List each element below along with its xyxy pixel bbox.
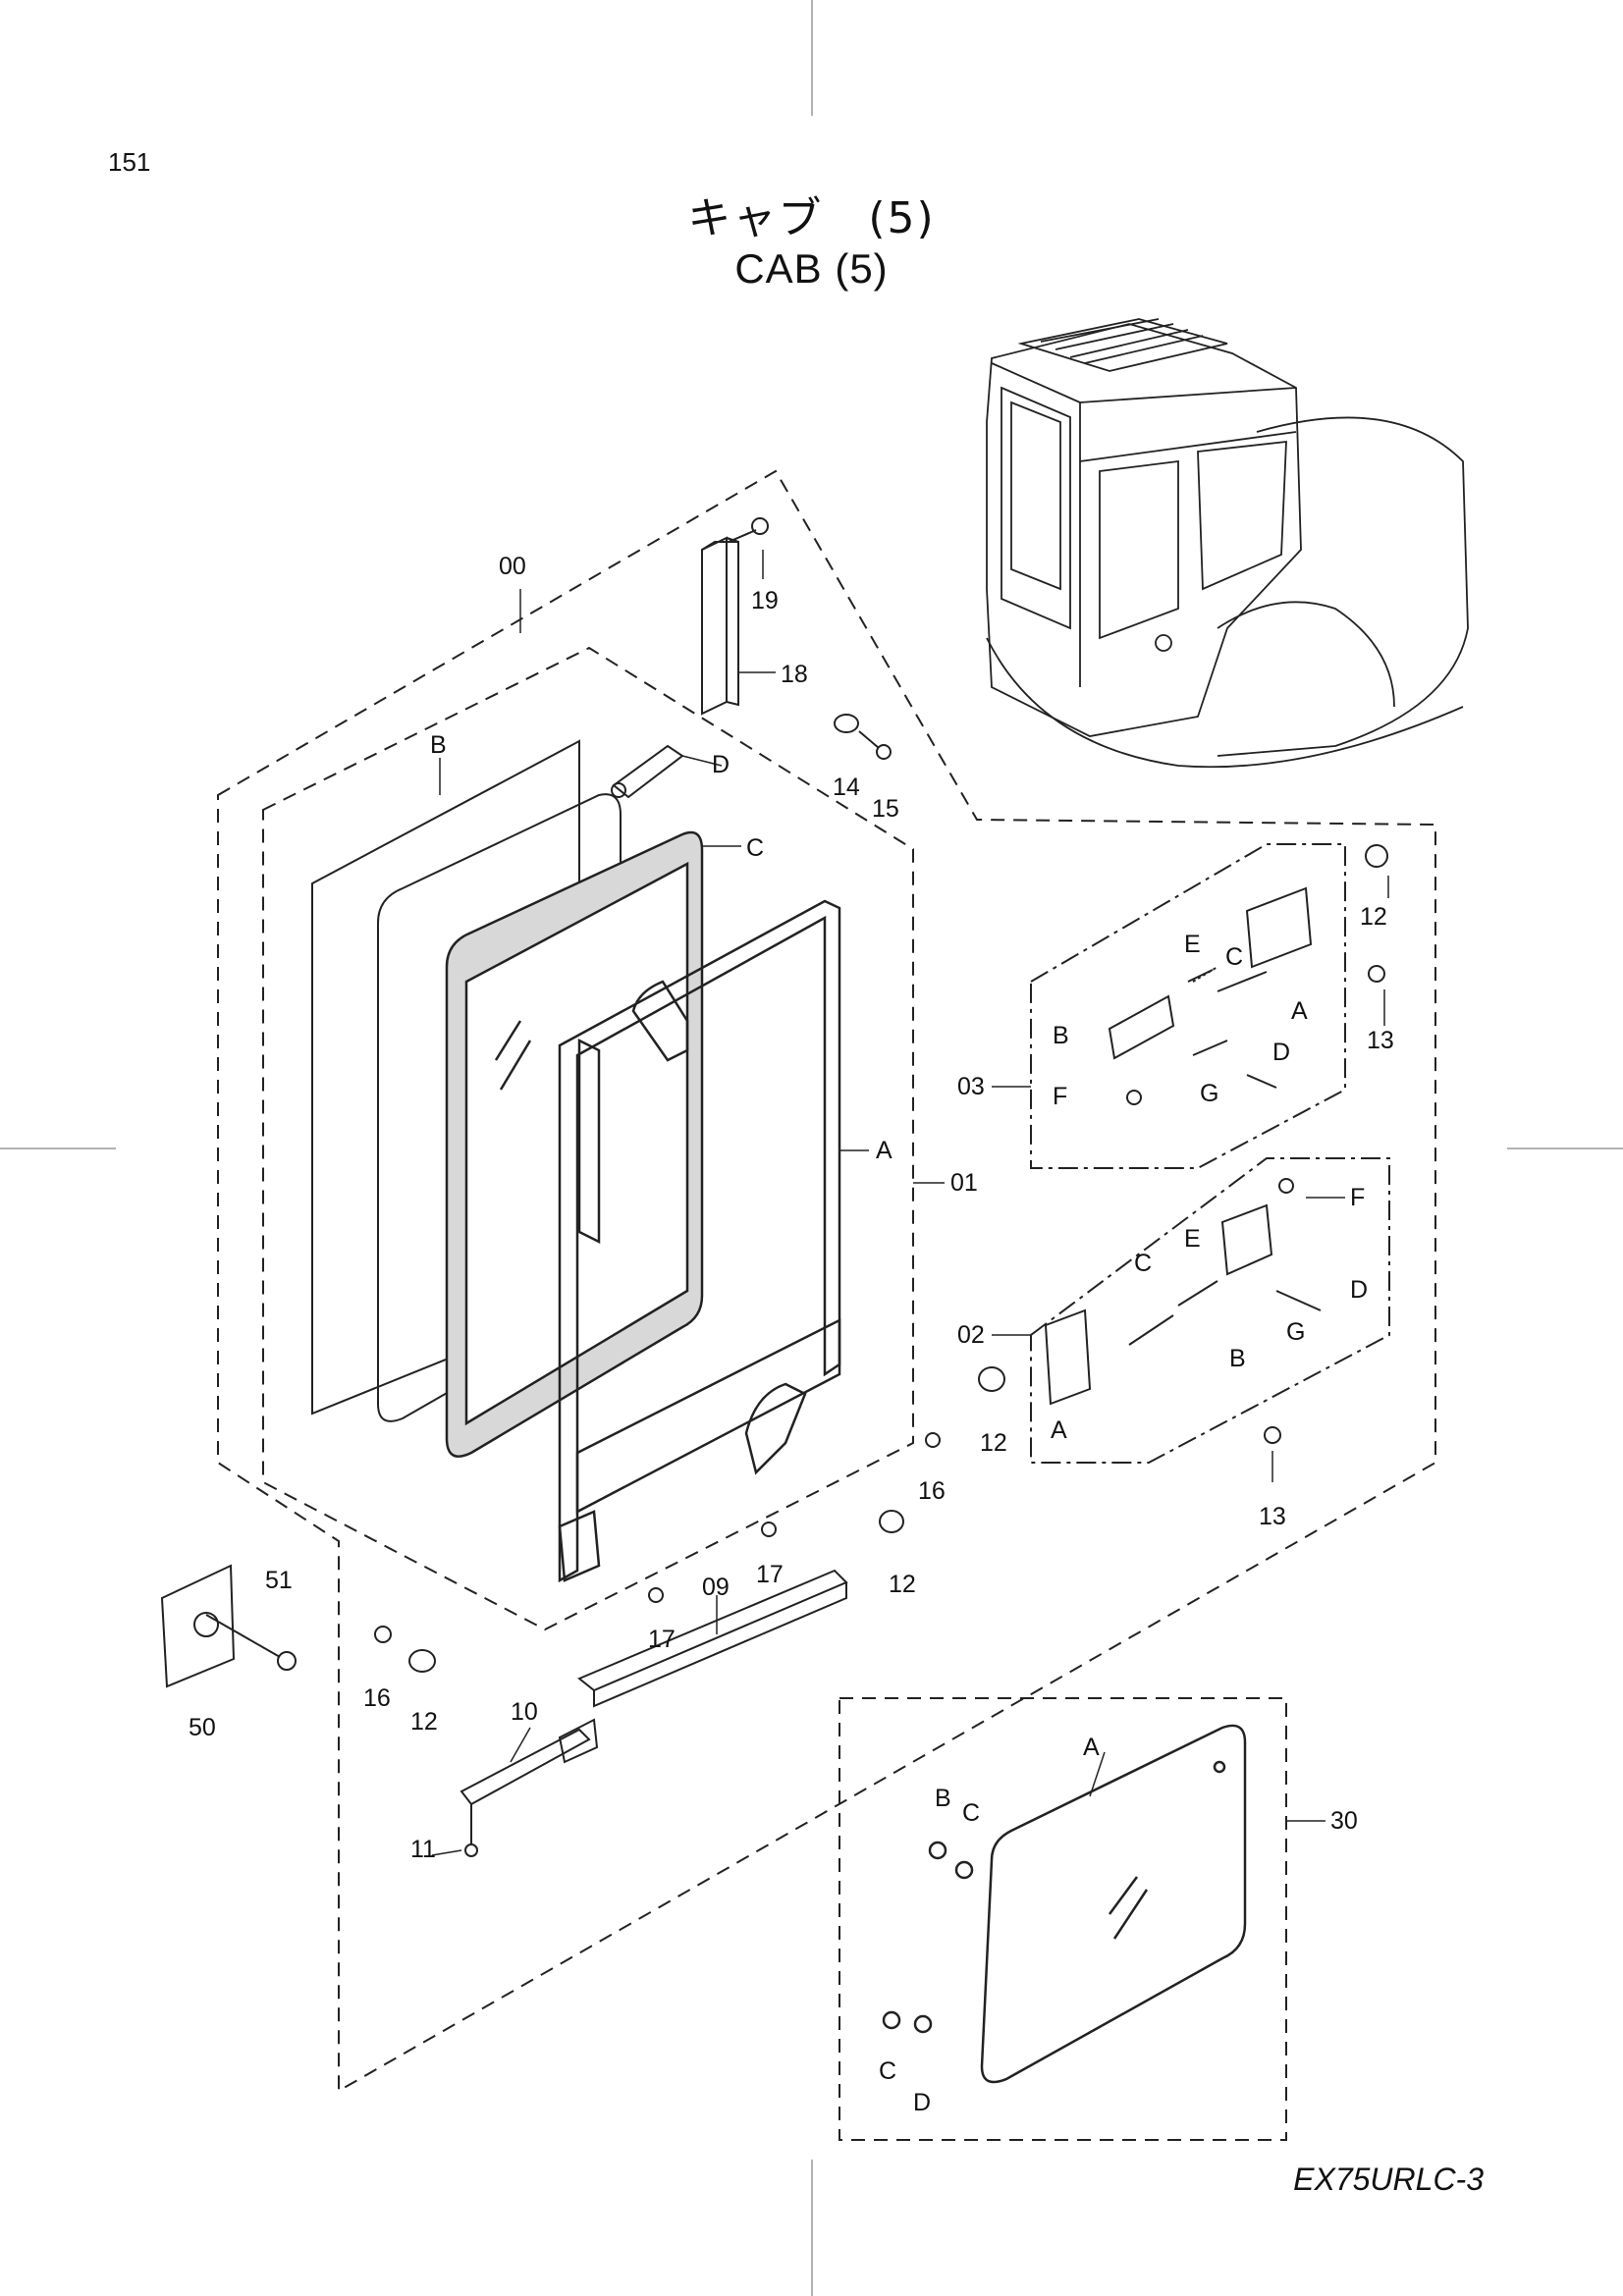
callout-b-pane: B <box>430 731 447 759</box>
callout-30-c-top: C <box>962 1799 980 1827</box>
callout-12-left: 12 <box>410 1708 438 1735</box>
diagram-title-english: CAB (5) <box>734 245 889 292</box>
callout-02-b: B <box>1229 1345 1246 1372</box>
callout-12-mid: 12 <box>889 1571 916 1598</box>
diagram-title-japanese: キャブ (5) <box>687 193 936 243</box>
callout-16-left: 16 <box>363 1684 391 1712</box>
model-code: EX75URLC-3 <box>1293 2162 1484 2197</box>
callout-01: 01 <box>950 1169 978 1197</box>
leader-lines <box>431 550 1389 1856</box>
callout-03-f: F <box>1053 1083 1067 1110</box>
callout-03: 03 <box>957 1073 985 1100</box>
callout-51: 51 <box>265 1567 293 1594</box>
callout-30-d: D <box>913 2089 931 2116</box>
small-hardware <box>374 844 1388 1673</box>
rail-10 <box>460 1718 599 1857</box>
callout-03-e: E <box>1184 931 1201 958</box>
assembly-boundaries <box>217 469 1436 2141</box>
excavator-cab-overview <box>986 318 1469 769</box>
callout-03-a: A <box>1291 997 1308 1025</box>
callout-02-13: 13 <box>1259 1503 1286 1530</box>
callout-14: 14 <box>833 774 860 801</box>
callout-02-d: D <box>1350 1276 1368 1304</box>
callout-02-12: 12 <box>980 1429 1007 1457</box>
callout-02-g: G <box>1286 1318 1305 1346</box>
callout-17-mid: 17 <box>756 1561 784 1588</box>
callout-03-13: 13 <box>1367 1027 1394 1054</box>
callout-16-right: 16 <box>918 1477 946 1505</box>
callout-30-b: B <box>935 1785 951 1812</box>
callout-11: 11 <box>410 1836 436 1863</box>
callout-02-f: F <box>1350 1184 1365 1211</box>
callouts: 00 19 18 14 15 B D C A 01 03 E C B D F G… <box>189 553 1394 2116</box>
callout-03-b: B <box>1053 1022 1069 1049</box>
callout-d-tube: D <box>712 751 730 778</box>
bracket-50 <box>160 1564 236 1688</box>
sub-assembly-boundaries <box>1030 843 1390 1464</box>
hinge-bar-18 <box>701 536 739 716</box>
lock-assembly-03 <box>1108 886 1313 1105</box>
callout-03-d: D <box>1272 1039 1290 1066</box>
callout-03-12: 12 <box>1360 903 1387 931</box>
callout-03-g: G <box>1200 1080 1218 1107</box>
callout-15: 15 <box>872 795 899 823</box>
callout-02-e: E <box>1184 1225 1201 1253</box>
callout-30-a: A <box>1083 1734 1100 1761</box>
window-pane-c <box>445 830 704 1458</box>
side-window-30 <box>882 1724 1247 2084</box>
callout-19: 19 <box>751 587 779 614</box>
callout-02-c: C <box>1134 1250 1152 1277</box>
callout-17-left: 17 <box>648 1626 676 1653</box>
callout-02-a: A <box>1051 1416 1067 1444</box>
bolt-51 <box>205 1614 297 1671</box>
callout-10: 10 <box>511 1698 538 1726</box>
rail-09 <box>577 1569 848 1708</box>
callout-c-pane: C <box>746 834 764 862</box>
callout-30-c-bottom: C <box>879 2057 896 2085</box>
callout-18: 18 <box>781 661 808 688</box>
callout-30: 30 <box>1330 1807 1358 1835</box>
callout-00: 00 <box>499 553 526 580</box>
callout-02: 02 <box>957 1321 985 1349</box>
lock-assembly-02 <box>1044 1178 1322 1406</box>
page-number: 151 <box>108 147 151 177</box>
door-frame <box>558 899 841 1583</box>
callout-a-door: A <box>876 1137 893 1164</box>
callout-03-c: C <box>1225 943 1243 971</box>
knob-14-bolt-15 <box>834 714 892 760</box>
callout-50: 50 <box>189 1714 216 1741</box>
sealant-tube <box>611 744 684 799</box>
callout-09: 09 <box>702 1574 730 1601</box>
bolt-19 <box>728 517 769 543</box>
